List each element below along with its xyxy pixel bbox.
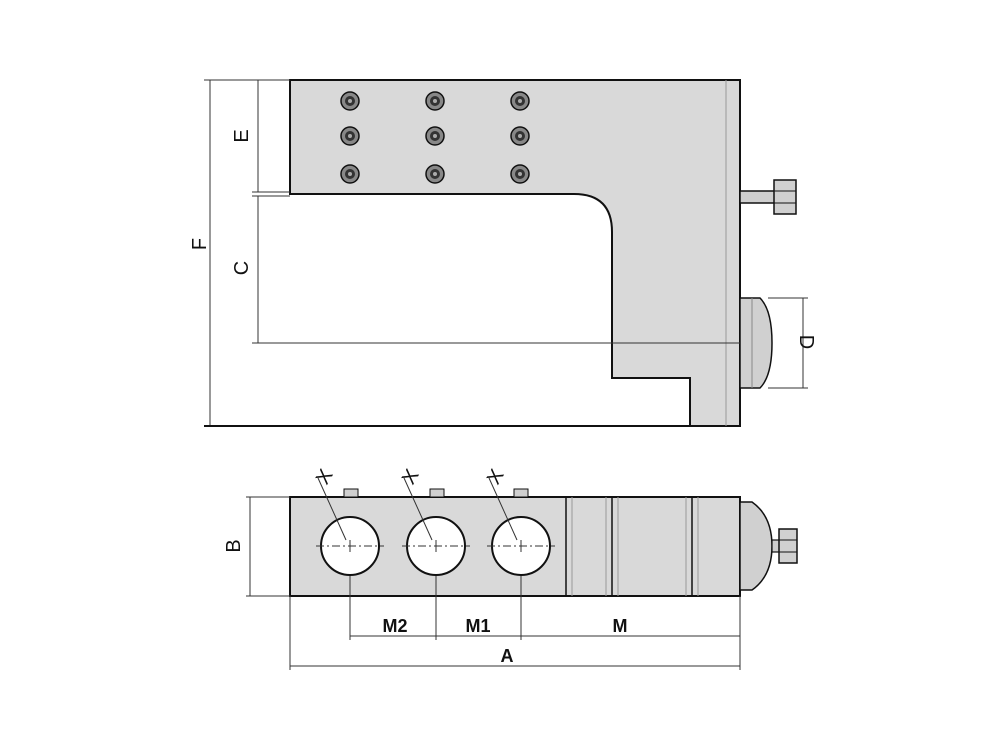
dim-label-A: A: [501, 646, 514, 666]
screw-icon: [510, 126, 530, 146]
end-cap: [739, 501, 773, 591]
screw-icon: [425, 91, 445, 111]
screw-icon: [340, 91, 360, 111]
dim-D: D: [768, 297, 817, 389]
side-view: X X X B M2 M1 M A: [223, 466, 798, 670]
hole-icon: [402, 516, 470, 576]
x-label-2: X: [398, 466, 424, 489]
dim-label-C: C: [231, 261, 253, 275]
plunger-cap: [739, 297, 773, 389]
dim-label-D: D: [795, 335, 817, 349]
screw-icon: [425, 164, 445, 184]
dim-label-E: E: [231, 129, 253, 142]
dim-B: B: [223, 496, 290, 597]
dim-F: F: [189, 79, 690, 427]
screw-icon: [510, 164, 530, 184]
dim-label-F: F: [189, 238, 211, 250]
screw-pattern: [340, 91, 530, 184]
bolt-icon: [771, 528, 798, 564]
screw-icon: [425, 126, 445, 146]
top-view: E C F D: [189, 79, 817, 427]
bolt-icon: [739, 179, 797, 215]
x-label-1: X: [312, 466, 338, 489]
dim-label-M1: M1: [465, 616, 490, 636]
dim-label-B: B: [223, 539, 245, 552]
dim-label-M2: M2: [382, 616, 407, 636]
hole-icon: [316, 516, 384, 576]
x-label-3: X: [483, 466, 509, 489]
dim-C: C: [231, 195, 740, 344]
screw-icon: [340, 126, 360, 146]
dim-E: E: [231, 79, 290, 193]
dim-label-M: M: [613, 616, 628, 636]
hole-icon: [487, 516, 555, 576]
screw-icon: [340, 164, 360, 184]
screw-icon: [510, 91, 530, 111]
